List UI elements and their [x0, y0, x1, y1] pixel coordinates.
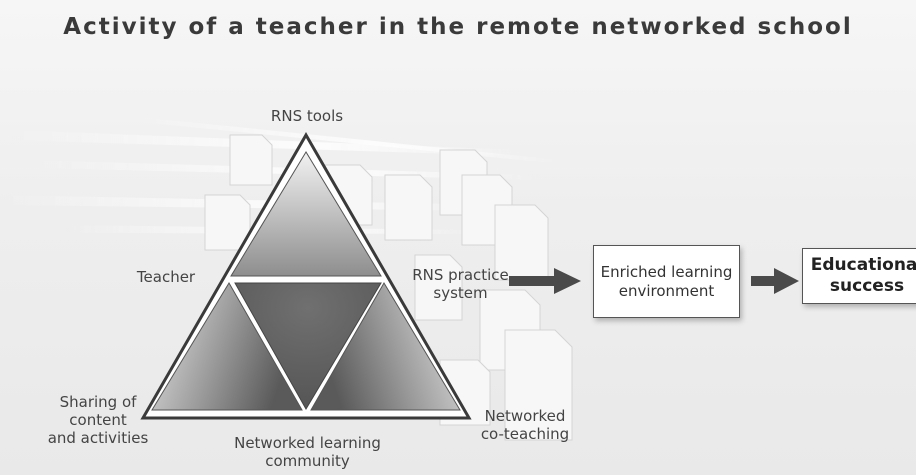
label-rns-practice-system: RNS practice system [412, 266, 509, 302]
triangle-right-segment [310, 282, 461, 411]
background-documents [204, 134, 573, 441]
label-networked-co-teaching: Networked co-teaching [480, 407, 570, 443]
pyramid-diagram [140, 131, 472, 420]
arrow-1 [509, 268, 581, 294]
label-sharing-content: Sharing of content and activities [47, 393, 149, 447]
educational-success-label: Educational success [810, 255, 916, 296]
label-teacher: Teacher [136, 268, 196, 286]
triangle-top-segment [230, 151, 382, 277]
triangle-left-segment [151, 282, 303, 411]
label-networked-learning-community: Networked learning community [234, 434, 381, 470]
enriched-learning-environment-label: Enriched learning environment [600, 262, 733, 300]
diagram-title: Activity of a teacher in the remote netw… [63, 14, 853, 40]
enriched-learning-environment-box: Enriched learning environment [593, 245, 740, 318]
label-rns-tools: RNS tools [270, 107, 344, 125]
educational-success-box: Educational success [802, 248, 916, 304]
arrow-2 [751, 268, 799, 294]
triangle-center-segment [234, 282, 382, 410]
